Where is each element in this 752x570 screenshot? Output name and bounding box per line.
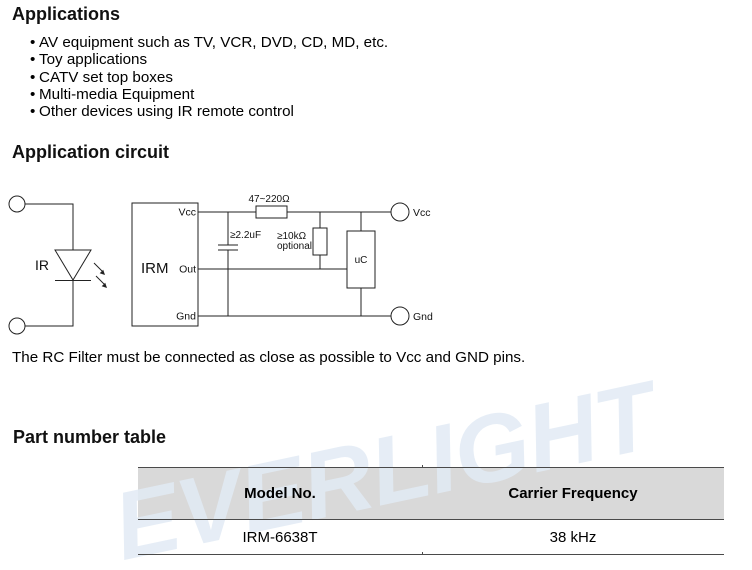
cell-model-text: IRM-6638T [242,528,318,546]
cell-frequency: 38 kHz [422,520,724,554]
table-rule-bottom [138,554,724,555]
pullup-note-label: optional [277,241,312,252]
list-item: AV equipment such as TV, VCR, DVD, CD, M… [0,34,388,52]
list-item: Multi-media Equipment [0,86,388,104]
table-rule-top [138,467,724,468]
list-item: CATV set top boxes [0,69,388,87]
microcontroller-box [346,230,376,289]
irm-module-box [131,202,199,327]
ir-terminal-top [8,195,26,213]
irm-label: IRM [141,260,169,277]
cell-frequency-text: 38 kHz [549,528,597,546]
part-number-table: Model No. Carrier Frequency IRM-6638T 38… [138,465,724,555]
table-column-tick-bottom [422,552,423,555]
column-header-model: Model No. [138,468,422,519]
applications-list: AV equipment such as TV, VCR, DVD, CD, M… [0,34,388,121]
photodiode-triangle [54,249,92,281]
column-header-model-text: Model No. [244,485,316,502]
table-header-row: Model No. Carrier Frequency [138,468,724,519]
light-arrow-2 [95,275,105,285]
table-rule-header [138,519,724,520]
applications-heading: Applications [12,4,121,24]
ir-terminal-bottom [8,317,26,335]
cell-model: IRM-6638T [138,520,422,554]
pullup-resistor-label: ≥10kΩ [277,231,307,242]
column-header-frequency: Carrier Frequency [422,468,724,519]
rc-filter-note: The RC Filter must be connected as close… [12,349,526,366]
pin-gnd-label: Gnd [176,311,196,323]
column-header-frequency-text: Carrier Frequency [508,485,638,502]
light-arrowhead-1 [99,269,105,275]
table-column-tick-top [422,465,423,468]
light-arrowhead-2 [101,282,107,288]
table-row: IRM-6638T 38 kHz [138,520,724,554]
pin-out-label: Out [179,264,196,276]
light-arrow-1 [93,262,103,272]
pullup-resistor [312,227,328,256]
ir-label: IR [35,257,49,273]
series-resistor [255,205,288,219]
gnd-terminal [390,306,410,326]
ir-wire-bottom [25,281,74,327]
capacitor-label: ≥2.2uF [230,230,261,241]
series-resistor-label: 47~220Ω [248,194,290,205]
vcc-terminal [390,202,410,222]
pin-vcc-label: Vcc [178,207,196,219]
microcontroller-label: uC [355,255,368,266]
vcc-terminal-label: Vcc [413,207,431,219]
gnd-terminal-label: Gnd [413,311,433,323]
ir-wire-top [25,203,74,250]
part-number-table-heading: Part number table [13,427,167,447]
application-circuit-heading: Application circuit [12,142,170,162]
list-item: Other devices using IR remote control [0,103,388,121]
list-item: Toy applications [0,51,388,69]
application-circuit-diagram: IR IRM Vcc Out Gnd 47~220Ω ≥2.2uF ≥10kΩ … [8,194,433,335]
